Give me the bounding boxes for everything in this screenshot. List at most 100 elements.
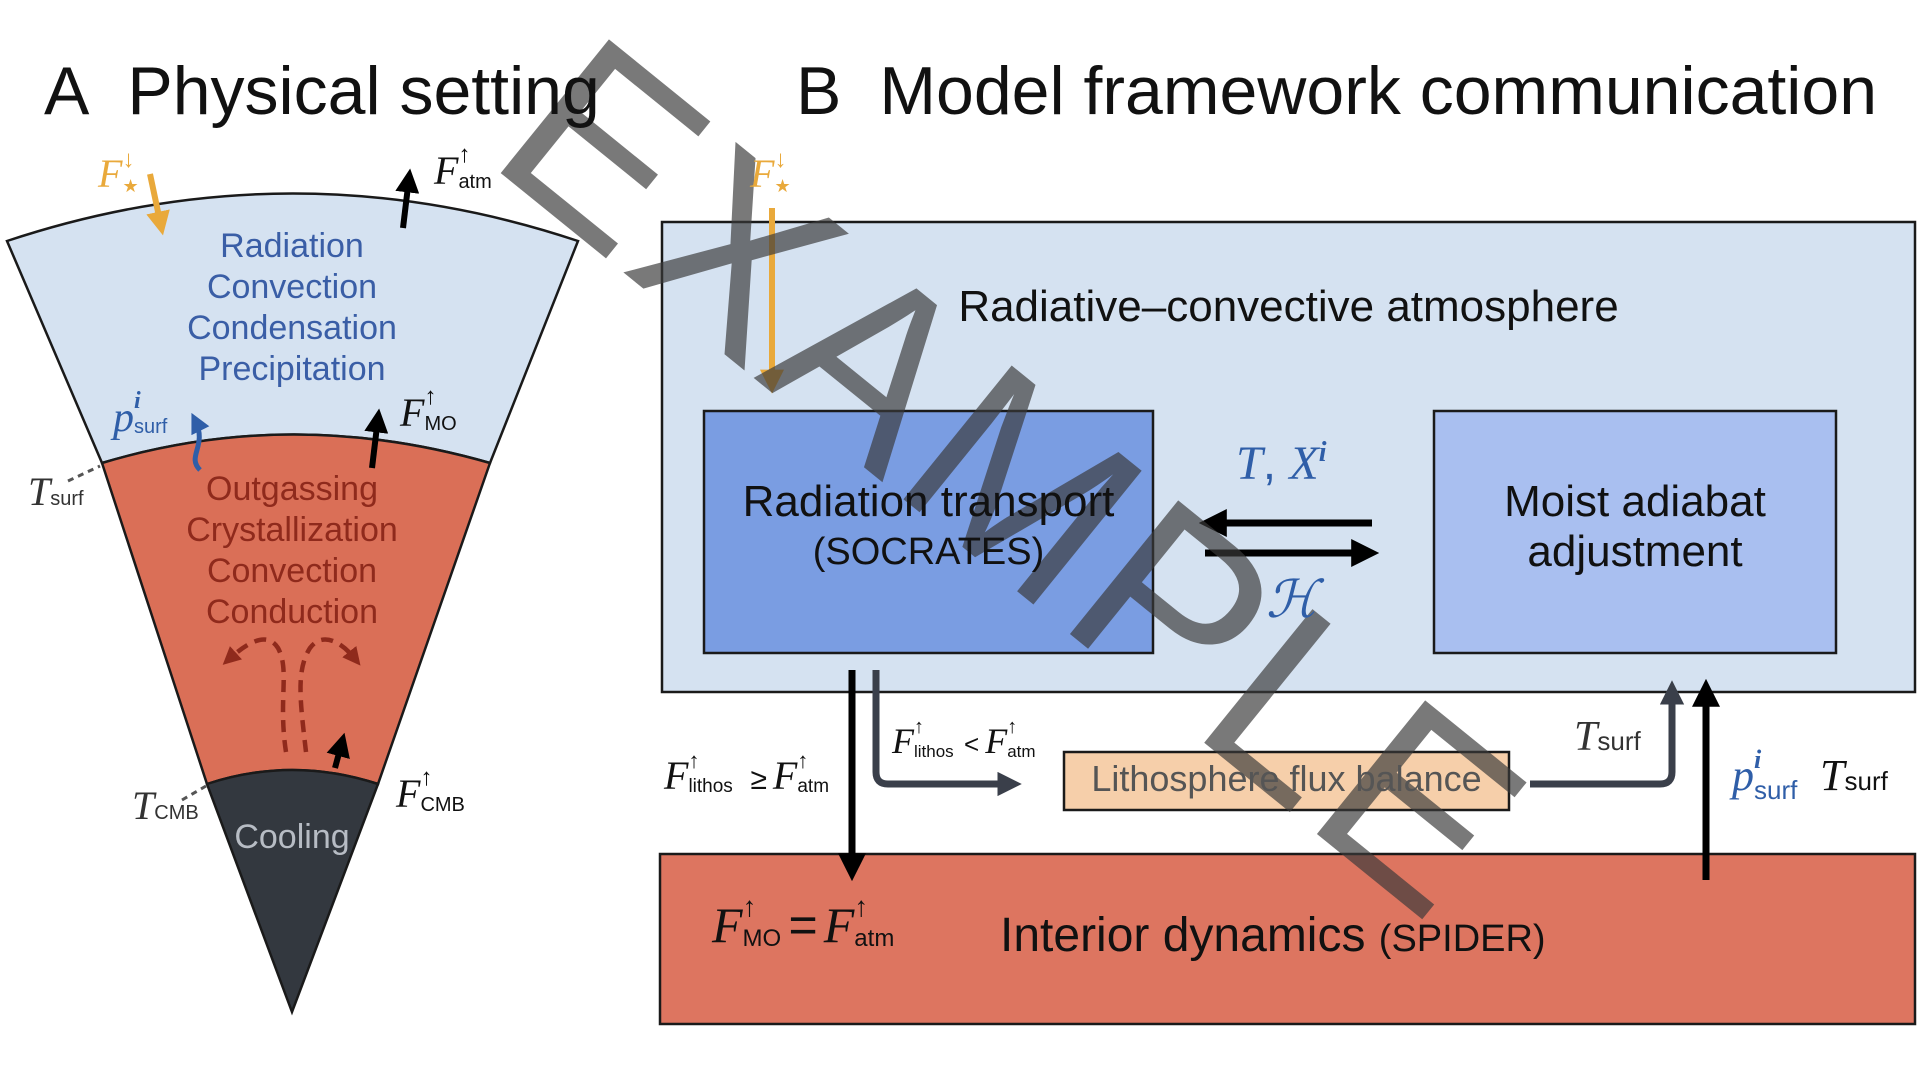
t-surf-leader bbox=[67, 464, 101, 483]
cge-right-symbol: F bbox=[772, 753, 798, 798]
process-convection-atm: Convection bbox=[206, 268, 378, 306]
heating-label: ℋ bbox=[1266, 572, 1318, 629]
tx-x-symbol: X bbox=[1289, 437, 1319, 490]
cge-left-sub: lithos bbox=[688, 776, 733, 797]
tx-t-symbol: T bbox=[1236, 437, 1263, 490]
a-p-surf-sup: i bbox=[134, 388, 141, 414]
a-t-surf-symbol: T bbox=[28, 469, 51, 514]
a-f-cmb-symbol: F bbox=[396, 771, 421, 816]
eq-left-sup: ↑ bbox=[742, 891, 757, 922]
b-p-surf-sup: i bbox=[1754, 745, 1762, 774]
arrow-to-lithosphere bbox=[872, 670, 1022, 797]
process-outgassing: Outgassing bbox=[206, 470, 378, 508]
a-f-star-symbol: F bbox=[98, 151, 123, 196]
cge-left-sup: ↑ bbox=[688, 748, 700, 773]
a-f-mo-symbol: F bbox=[400, 390, 425, 435]
atmosphere-box-label: Radiative–convective atmosphere bbox=[958, 282, 1619, 331]
a-f-cmb-sub: CMB bbox=[420, 794, 465, 816]
moist-box-line1: Moist adiabat bbox=[1504, 477, 1766, 526]
b-f-star-sub: ★ bbox=[774, 176, 791, 196]
cge-right-sub: atm bbox=[797, 776, 830, 797]
a-f-star-label: F↓★ bbox=[98, 146, 142, 197]
b-t-surf-label: Tsurf bbox=[1574, 712, 1641, 761]
cge-left-symbol: F bbox=[664, 753, 689, 798]
process-convection-mantle: Convection bbox=[206, 552, 378, 590]
a-t-surf-sub: surf bbox=[50, 488, 84, 510]
process-precipitation: Precipitation bbox=[198, 350, 386, 388]
clt-op: < bbox=[964, 729, 980, 759]
a-f-cmb-label: F↑ CMB bbox=[396, 764, 470, 817]
condition-ge-label: F↑lithos≥F↑atm bbox=[664, 748, 837, 799]
a-t-cmb-sub: CMB bbox=[154, 802, 199, 824]
interior-box-label: Interior dynamics (SPIDER) bbox=[1000, 908, 1546, 963]
a-t-surf-label: Tsurf bbox=[28, 468, 84, 515]
core-process-label: Cooling bbox=[234, 818, 350, 856]
interior-box-code: (SPIDER) bbox=[1378, 918, 1546, 960]
flux-equality-label: F↑MO=F↑atm bbox=[712, 891, 898, 954]
a-f-atm-label: F↑ atm bbox=[434, 141, 502, 194]
b-f-star-sup: ↓ bbox=[774, 146, 787, 173]
panel-b-title: Model framework communication bbox=[879, 53, 1878, 129]
atmosphere-process-list: Radiation Convection Condensation Precip… bbox=[142, 226, 442, 390]
radiation-box-label: Radiation transport (SOCRATES) bbox=[704, 477, 1153, 577]
mantle-process-list: Outgassing Crystallization Convection Co… bbox=[142, 469, 442, 633]
moist-box-label: Moist adiabat adjustment bbox=[1434, 477, 1836, 577]
a-f-atm-symbol: F bbox=[434, 148, 459, 193]
clt-right-sup: ↑ bbox=[1007, 716, 1018, 738]
panel-b-heading: B Model framework communication bbox=[796, 52, 1877, 130]
arrow-lithosphere-to-moist bbox=[1530, 680, 1685, 788]
tx-x-sup: i bbox=[1318, 437, 1327, 468]
eq-left-sub: MO bbox=[742, 925, 782, 952]
outgassing-arrow bbox=[191, 412, 210, 472]
condition-lt-label: F↑lithos<F↑atm bbox=[892, 716, 1039, 762]
process-radiation: Radiation bbox=[220, 227, 364, 265]
eq-right-symbol: F bbox=[823, 897, 855, 953]
a-f-star-sup: ↓ bbox=[122, 146, 135, 173]
a-p-surf-symbol: p bbox=[113, 395, 134, 441]
a-t-cmb-label: TCMB bbox=[132, 782, 199, 829]
interior-box-main: Interior dynamics bbox=[1000, 909, 1379, 962]
lithosphere-box-label: Lithosphere flux balance bbox=[1091, 758, 1482, 799]
a-f-atm-sub: atm bbox=[458, 171, 492, 193]
cge-right-sup: ↑ bbox=[797, 748, 809, 773]
b-p-surf-symbol: p bbox=[1732, 751, 1754, 800]
a-p-surf-sub: surf bbox=[134, 416, 168, 438]
process-condensation: Condensation bbox=[187, 309, 397, 347]
clt-left-sub: lithos bbox=[914, 742, 954, 761]
process-crystallization: Crystallization bbox=[186, 511, 398, 549]
radiation-transport-box bbox=[702, 409, 1155, 655]
a-f-cmb-sup: ↑ bbox=[420, 764, 433, 791]
clt-right-sub: atm bbox=[1007, 742, 1036, 761]
eq-left-symbol: F bbox=[712, 897, 743, 953]
panel-a-title: Physical setting bbox=[127, 53, 600, 129]
b-t-surf2-sub: surf bbox=[1844, 766, 1888, 796]
eq-right-sup: ↑ bbox=[854, 891, 869, 922]
clt-left-sup: ↑ bbox=[914, 716, 924, 738]
process-conduction: Conduction bbox=[205, 593, 378, 631]
mo-flux-arrow bbox=[364, 408, 389, 469]
clt-left-symbol: F bbox=[892, 721, 914, 761]
radiation-box-line2: (SOCRATES) bbox=[812, 531, 1045, 573]
clt-right-symbol: F bbox=[985, 721, 1008, 761]
radiation-box-line1: Radiation transport bbox=[742, 477, 1115, 526]
a-t-cmb-symbol: T bbox=[132, 783, 155, 828]
interior-box bbox=[658, 852, 1917, 1026]
stellar-flux-arrow-a bbox=[146, 173, 170, 236]
eq-op: = bbox=[788, 897, 818, 953]
b-f-star-label: F↓★ bbox=[750, 146, 794, 197]
core-layer bbox=[205, 768, 380, 1016]
cmb-flux-arrow bbox=[326, 732, 350, 769]
eq-right-sub: atm bbox=[854, 925, 895, 952]
temperature-composition-label: T, Xi bbox=[1236, 436, 1326, 491]
a-f-mo-label: F↑MO bbox=[400, 383, 460, 436]
t-cmb-leader bbox=[181, 784, 207, 802]
b-t-surf2-symbol: T bbox=[1820, 751, 1845, 800]
panel-b-letter: B bbox=[796, 53, 842, 129]
a-f-atm-sup: ↑ bbox=[458, 141, 471, 168]
a-f-mo-sub: MO bbox=[424, 413, 457, 435]
